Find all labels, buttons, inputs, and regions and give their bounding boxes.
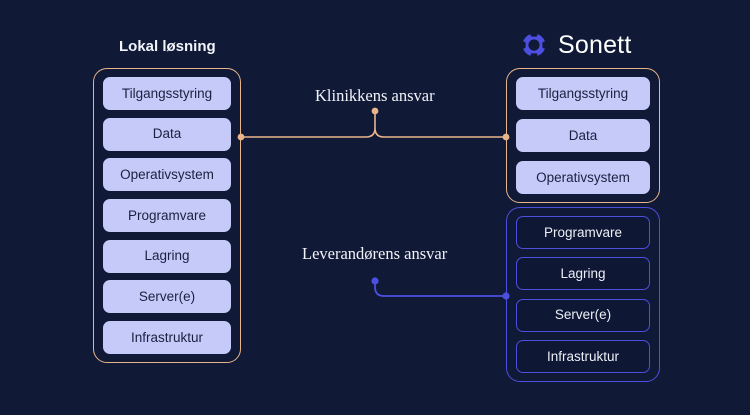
responsibility-label-vendor: Leverandørens ansvar: [302, 244, 448, 263]
column-caption-local: Lokal løsning: [119, 38, 216, 55]
layer-pill: Infrastruktur: [103, 320, 231, 354]
layer-pill: Tilgangsstyring: [103, 77, 231, 110]
connector-label-anchor: [371, 107, 379, 115]
brand-name: Sonett: [558, 30, 632, 59]
layer-pill: Programvare: [516, 216, 650, 249]
layer-pill: Server(e): [103, 280, 231, 314]
connector-klinikkens-ansvar: [237, 107, 510, 141]
brand-lockup: Sonett: [520, 28, 631, 62]
layer-pill: Operativsystem: [103, 158, 231, 192]
layer-pill: Data: [103, 117, 231, 151]
layer-pill: Server(e): [516, 298, 650, 332]
group-box-cloud-clinic: Tilgangsstyring Data Operativsystem: [506, 68, 660, 203]
layer-pill: Infrastruktur: [516, 339, 650, 373]
group-box-cloud-vendor: Programvare Lagring Server(e) Infrastruk…: [506, 207, 660, 382]
layer-pill: Lagring: [516, 257, 650, 291]
layer-pill: Lagring: [103, 239, 231, 273]
layer-pill: Data: [516, 119, 650, 152]
responsibility-label-clinic: Klinikkens ansvar: [315, 86, 435, 105]
connector-label-anchor: [371, 277, 379, 285]
layer-pill: Programvare: [103, 198, 231, 232]
sonett-ring-logo-icon: [520, 31, 548, 59]
layer-pill: Tilgangsstyring: [516, 77, 650, 110]
layer-pill: Operativsystem: [516, 161, 650, 194]
group-box-local-stack: Tilgangsstyring Data Operativsystem Prog…: [93, 68, 241, 363]
connector-leverandorens-ansvar: [371, 277, 510, 300]
